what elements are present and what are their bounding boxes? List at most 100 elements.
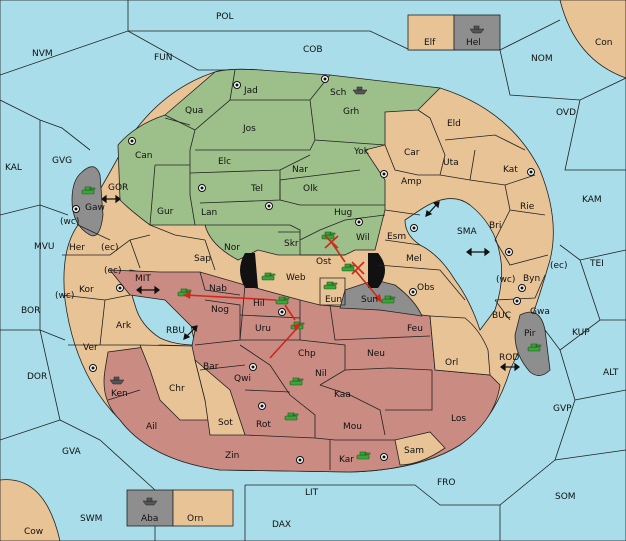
label-FRO: FRO <box>437 478 456 488</box>
label-LIT: LIT <box>305 488 319 498</box>
region-Elf[interactable] <box>407 14 455 51</box>
region-Sot[interactable] <box>194 358 246 436</box>
supply-center-dots <box>74 77 533 462</box>
label-Ver: Ver <box>83 343 98 353</box>
label-Web: Web <box>286 273 306 283</box>
label-Wil: Wil <box>356 233 370 243</box>
double-arrow-icon <box>425 201 440 217</box>
label-Nog: Nog <box>211 305 229 315</box>
label-Ail: Ail <box>146 422 157 432</box>
label-BUC: BUC <box>492 311 511 321</box>
barrier-east <box>368 253 385 288</box>
label-SWM: SWM <box>80 514 102 524</box>
label-ROD: ROD <box>499 353 519 363</box>
label-Qua: Qua <box>185 106 203 116</box>
fleet-icons <box>109 25 485 506</box>
red-arrow-icon <box>354 269 381 301</box>
tank-icon <box>323 281 338 290</box>
label-Kor: Kor <box>79 285 94 295</box>
coast-wc-3: (wc) <box>496 275 515 285</box>
label-KUP: KUP <box>572 328 590 338</box>
region-Aba[interactable] <box>126 489 174 527</box>
region-Sam[interactable] <box>394 431 446 466</box>
double-arrow-icon <box>136 285 160 295</box>
order-arrows <box>184 235 381 359</box>
double-arrow-icon <box>101 194 121 204</box>
label-DOR: DOR <box>27 372 47 382</box>
label-Rie: Rie <box>520 202 535 212</box>
label-KAL: KAL <box>5 163 22 173</box>
label-Nar: Nar <box>292 165 308 175</box>
label-Pir: Pir <box>524 329 536 339</box>
label-Jos: Jos <box>242 124 256 134</box>
label-GVG: GVG <box>52 156 72 166</box>
label-Grh: Grh <box>343 107 359 117</box>
arrow-heads <box>183 291 382 331</box>
label-Sap: Sap <box>194 254 211 264</box>
ship-icon <box>352 86 368 95</box>
label-GVA: GVA <box>62 447 82 457</box>
label-Elf: Elf <box>424 38 436 48</box>
region-Orn[interactable] <box>172 489 234 527</box>
region-labels: POL NVM FUN COB NOM Con OVD KAL GVG GOR … <box>5 12 619 537</box>
label-Nil: Nil <box>315 369 327 379</box>
label-Bri: Bri <box>489 221 501 231</box>
label-Skr: Skr <box>284 239 299 249</box>
label-Ken: Ken <box>111 389 128 399</box>
label-Kat: Kat <box>503 165 518 175</box>
green-borders <box>149 69 386 306</box>
region-Gaw[interactable] <box>71 166 104 237</box>
coast-wc-2: (wc) <box>55 291 74 301</box>
label-Orl: Orl <box>445 358 458 368</box>
red-arrow-icon <box>284 304 296 321</box>
label-Amp: Amp <box>401 177 422 187</box>
label-Olk: Olk <box>303 184 319 194</box>
ship-icon <box>109 376 125 385</box>
tank-icon <box>261 272 276 281</box>
label-Elc: Elc <box>218 157 231 167</box>
region-Sun[interactable] <box>339 279 423 317</box>
label-Zin: Zin <box>225 451 239 461</box>
double-arrow-icon <box>500 362 520 372</box>
label-Lan: Lan <box>201 208 217 218</box>
label-Hil: Hil <box>253 299 265 309</box>
tank-icon <box>381 295 396 304</box>
label-GVP: GVP <box>553 404 572 414</box>
label-SMA: SMA <box>457 227 477 237</box>
label-Con: Con <box>595 38 613 48</box>
label-RBU: RBU <box>166 326 185 336</box>
label-Can: Can <box>135 151 153 161</box>
coast-ec-1: (ec) <box>101 243 119 253</box>
label-Aba: Aba <box>141 514 158 524</box>
label-Eld: Eld <box>447 119 461 129</box>
label-Ost: Ost <box>316 257 332 267</box>
red-arrow-icon <box>184 294 277 301</box>
tank-icon <box>341 263 356 272</box>
red-territory[interactable] <box>103 269 501 473</box>
label-OVD: OVD <box>556 108 576 118</box>
red-borders <box>194 271 433 470</box>
label-Gwa: Gwa <box>530 307 550 317</box>
double-arrow-icon <box>466 247 490 257</box>
label-Rot: Rot <box>256 420 271 430</box>
ship-icon <box>469 25 485 34</box>
label-Ark: Ark <box>116 321 132 331</box>
label-Yok: Yok <box>353 147 370 157</box>
label-Hug: Hug <box>334 208 352 218</box>
label-DAX: DAX <box>272 520 291 530</box>
label-Uru: Uru <box>255 324 271 334</box>
label-Neu: Neu <box>367 349 385 359</box>
crossings <box>101 194 520 372</box>
region-Orl[interactable] <box>429 315 491 376</box>
label-Kaa: Kaa <box>334 390 351 400</box>
label-Eun: Eun <box>325 295 342 305</box>
label-TEI: TEI <box>589 259 604 269</box>
label-Mou: Mou <box>343 422 362 432</box>
label-Car: Car <box>404 148 420 158</box>
label-Los: Los <box>451 414 466 424</box>
green-territory[interactable] <box>117 68 441 261</box>
label-NVM: NVM <box>32 49 53 59</box>
tank-icon <box>527 343 542 352</box>
label-Orn: Orn <box>187 514 203 524</box>
